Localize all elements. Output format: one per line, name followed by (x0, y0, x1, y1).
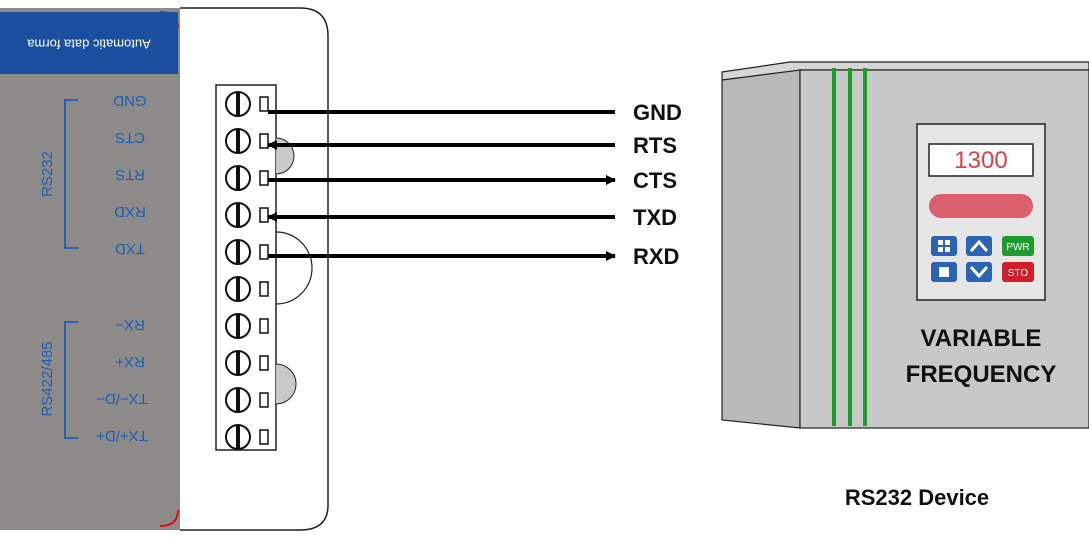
signal-label-txd: TXD (633, 205, 677, 230)
panel-red-edge-bottom (159, 509, 179, 527)
pin-label-rts: RTS (115, 166, 145, 183)
pin-label-rx-plus: RX+ (115, 353, 145, 370)
power-button-label: PWR (1006, 242, 1029, 253)
wire-clamp (259, 244, 269, 260)
wires (267, 110, 616, 261)
display-frame (928, 143, 1034, 177)
wire-clamp (259, 355, 269, 371)
latch-bump-2 (275, 363, 297, 405)
rs232-group-label: RS232 (39, 151, 56, 197)
chevron-down-icon (969, 266, 989, 279)
pin-label-txd: TXD (115, 240, 145, 257)
pin-label-rxd: RXD (114, 203, 146, 220)
stripe-1 (832, 68, 836, 426)
wire-clamp (259, 392, 269, 408)
wire-clamp (259, 96, 269, 112)
device-caption: RS232 Device (845, 485, 989, 510)
device-title-line1: VARIABLE (921, 325, 1042, 352)
square-icon (939, 267, 949, 277)
rs232-bracket (64, 99, 78, 249)
wire-clamp (259, 170, 269, 186)
menu-button[interactable] (931, 236, 957, 256)
keypad: PWR STO (931, 236, 1034, 282)
pin-label-rx-minus: RX− (115, 316, 145, 333)
display-readout: 1300 (954, 147, 1007, 174)
wire-clamp (259, 133, 269, 149)
device-side (721, 69, 801, 429)
rs422-bracket (64, 321, 78, 439)
banner (0, 12, 178, 74)
wire-clamp (259, 207, 269, 223)
chevron-up-icon (969, 239, 989, 252)
signal-label-gnd: GND (633, 100, 682, 125)
down-button[interactable] (966, 262, 992, 282)
up-button[interactable] (966, 236, 992, 256)
module-panel (0, 8, 180, 530)
pin-label-tx-minus: TX−/D− (96, 390, 148, 407)
power-button[interactable] (1002, 236, 1034, 256)
stop-button[interactable] (1002, 262, 1034, 282)
wire-clamp (259, 318, 269, 334)
device-title-line2: FREQUENCY (906, 361, 1057, 388)
signal-label-rxd: RXD (633, 244, 679, 269)
terminal-screws (225, 91, 269, 450)
converter-module: Automatic data forma RS232 RS422/485 GND… (0, 7, 329, 531)
latch-arc (275, 231, 313, 305)
pin-label-tx-plus: TX+/D+ (96, 427, 148, 444)
stripe-2 (848, 68, 852, 426)
wire-clamp (259, 429, 269, 445)
signal-label-rts: RTS (633, 133, 677, 158)
pin-label-gnd: GND (113, 92, 147, 109)
rs232-pin-labels: GND CTS RTS RXD TXD (113, 92, 147, 257)
vfd-device: 1300 PWR STO VARIABLE FREQUENCY (721, 61, 1089, 429)
wire-clamp (259, 281, 269, 297)
rs422-pin-labels: RX− RX+ TX−/D− TX+/D+ (96, 316, 148, 444)
rs422-group-label: RS422/485 (39, 341, 56, 416)
signal-labels: GND RTS CTS TXD RXD (633, 100, 682, 269)
stop-button-label: STO (1008, 268, 1029, 279)
pin-label-cts: CTS (115, 129, 145, 146)
stripe-3 (863, 68, 867, 426)
signal-label-cts: CTS (633, 168, 677, 193)
grid-icon (938, 240, 950, 252)
indicator-bar (929, 194, 1033, 218)
banner-text: Automatic data forma (26, 37, 150, 52)
